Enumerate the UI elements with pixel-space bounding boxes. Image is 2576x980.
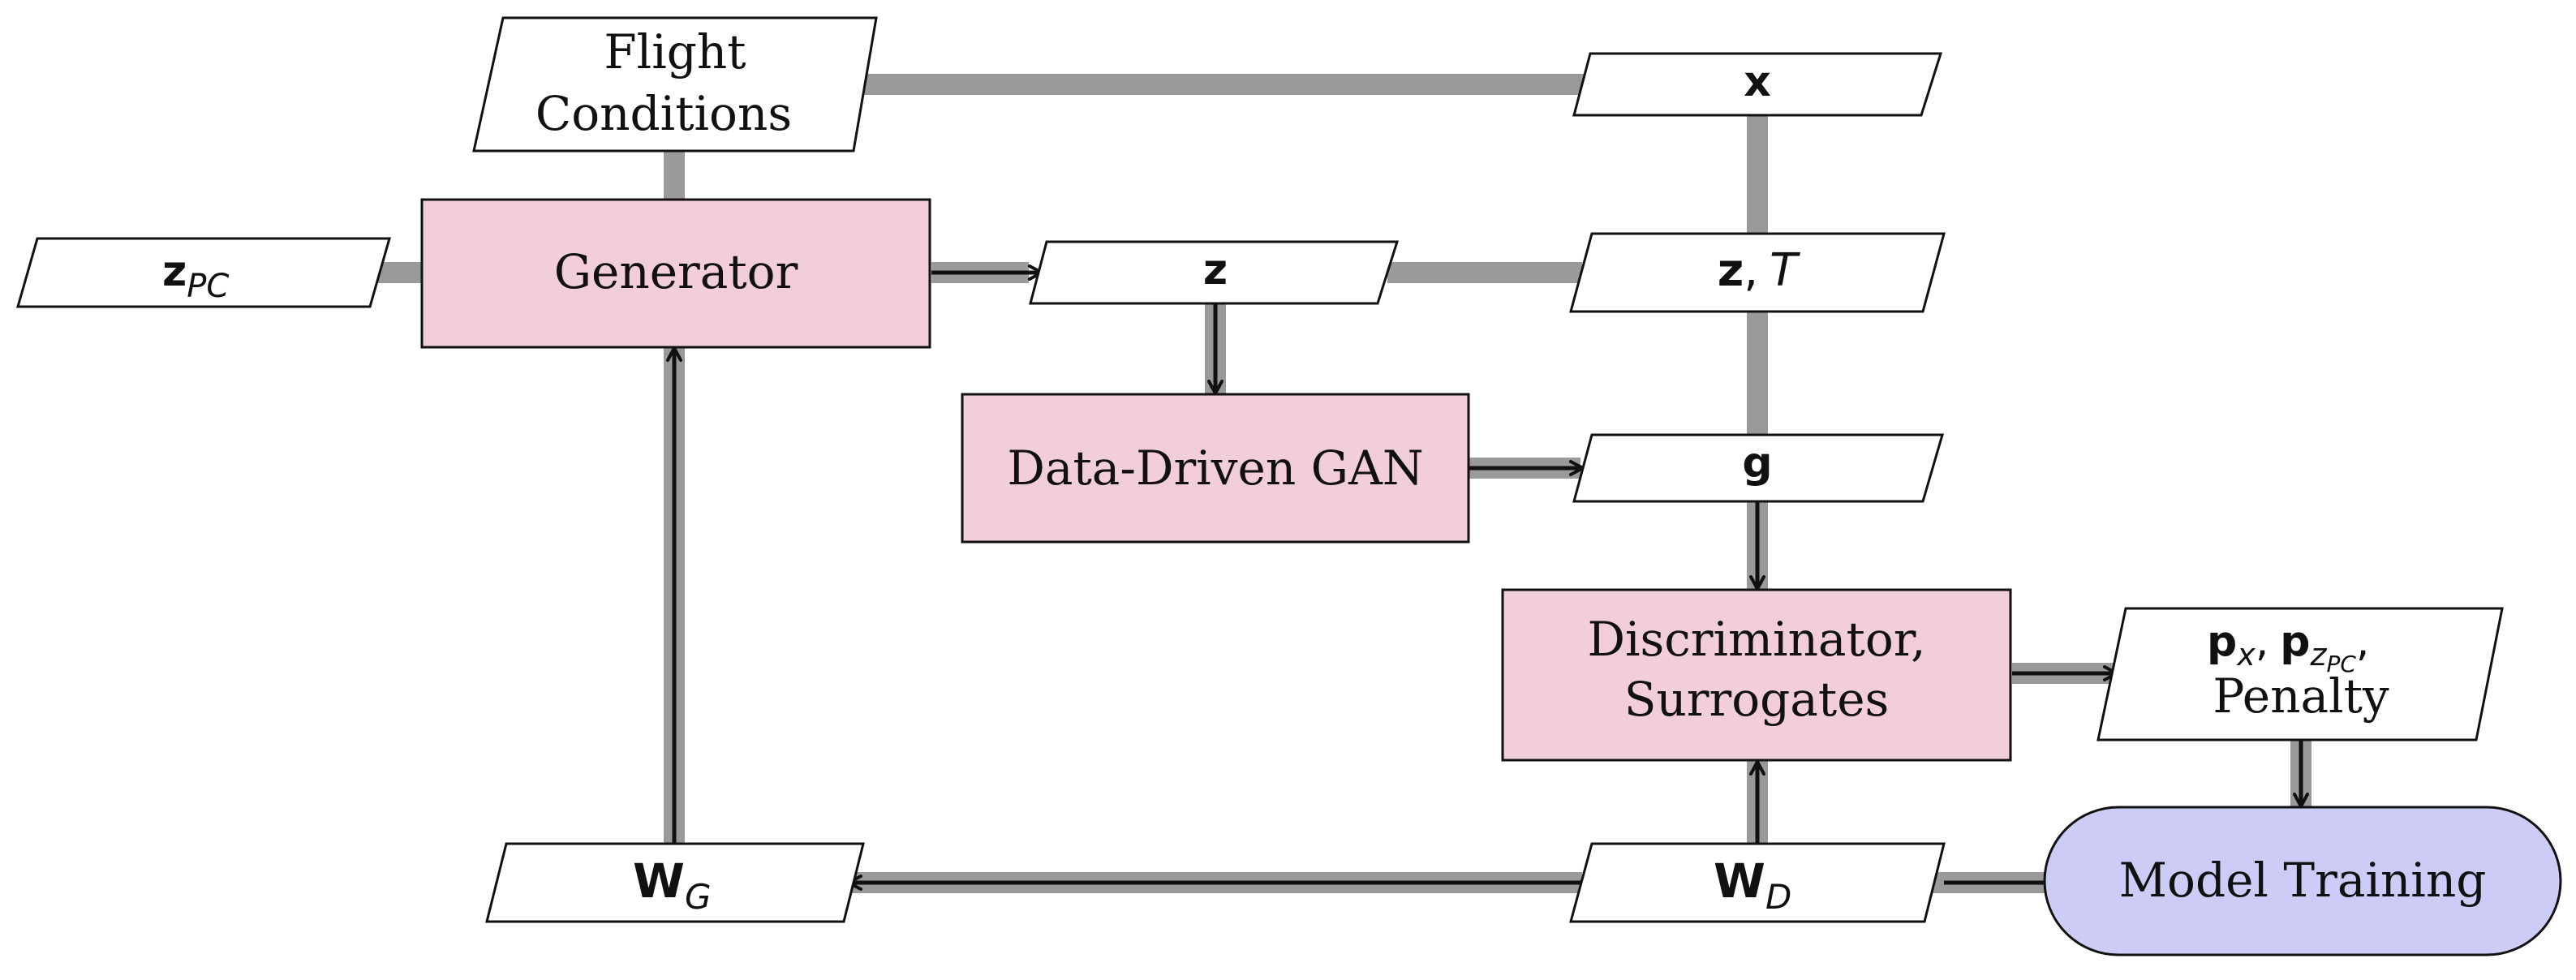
discriminator-line1: Discriminator, bbox=[1587, 612, 1925, 667]
node-model-training: Model Training bbox=[2043, 806, 2562, 956]
flight-conditions-line1: Flight bbox=[604, 24, 746, 80]
penalty-px: p bbox=[2207, 617, 2237, 666]
svg-text:zPC: zPC bbox=[162, 247, 229, 305]
penalty-sep: , bbox=[2256, 617, 2269, 666]
node-discriminator: Discriminator, Surrogates bbox=[1501, 588, 2012, 762]
node-x: x bbox=[1572, 52, 1943, 117]
x-label: x bbox=[1744, 58, 1771, 106]
wg-base: W bbox=[633, 853, 685, 909]
penalty-pz-subsub: PC bbox=[2326, 651, 2356, 677]
zt-comma: , bbox=[1744, 244, 1758, 297]
flight-conditions-line2: Conditions bbox=[535, 86, 792, 141]
node-wg: WG bbox=[485, 842, 865, 923]
svg-text:WG: WG bbox=[633, 853, 712, 917]
zt-z: z bbox=[1718, 244, 1744, 297]
z-label: z bbox=[1203, 246, 1228, 294]
gan-label: Data-Driven GAN bbox=[1007, 441, 1423, 496]
discriminator-line2: Surrogates bbox=[1624, 672, 1890, 727]
node-data-driven-gan: Data-Driven GAN bbox=[961, 393, 1470, 544]
penalty-pz-sub: z bbox=[2310, 637, 2328, 673]
wd-base: W bbox=[1714, 853, 1765, 909]
svg-text:z,T: z,T bbox=[1718, 244, 1800, 297]
node-zpc: zPC bbox=[16, 237, 391, 308]
arrows bbox=[666, 264, 2309, 891]
svg-text:px,pzPC,: px,pzPC, bbox=[2207, 617, 2369, 677]
model-training-label: Model Training bbox=[2119, 853, 2487, 908]
node-penalty: px,pzPC, Penalty bbox=[2096, 607, 2504, 741]
zpc-base: z bbox=[162, 247, 187, 296]
node-flight-conditions: Flight Conditions bbox=[472, 16, 878, 153]
wd-subscript: D bbox=[1765, 877, 1791, 917]
node-wd: WD bbox=[1569, 842, 1946, 923]
wg-subscript: G bbox=[685, 877, 712, 917]
node-g: g bbox=[1572, 433, 1945, 503]
penalty-pz: p bbox=[2280, 617, 2310, 666]
node-generator: Generator bbox=[420, 198, 931, 349]
generator-label: Generator bbox=[554, 244, 798, 299]
node-z: z bbox=[1029, 240, 1400, 305]
zt-t: T bbox=[1770, 244, 1800, 297]
penalty-px-sub: x bbox=[2236, 637, 2256, 673]
penalty-sep2: , bbox=[2356, 617, 2370, 666]
zpc-subscript: PC bbox=[187, 268, 229, 305]
node-z-t: z,T bbox=[1569, 232, 1946, 313]
penalty-line2: Penalty bbox=[2213, 668, 2389, 724]
g-label: g bbox=[1742, 439, 1772, 488]
svg-text:WD: WD bbox=[1714, 853, 1791, 917]
